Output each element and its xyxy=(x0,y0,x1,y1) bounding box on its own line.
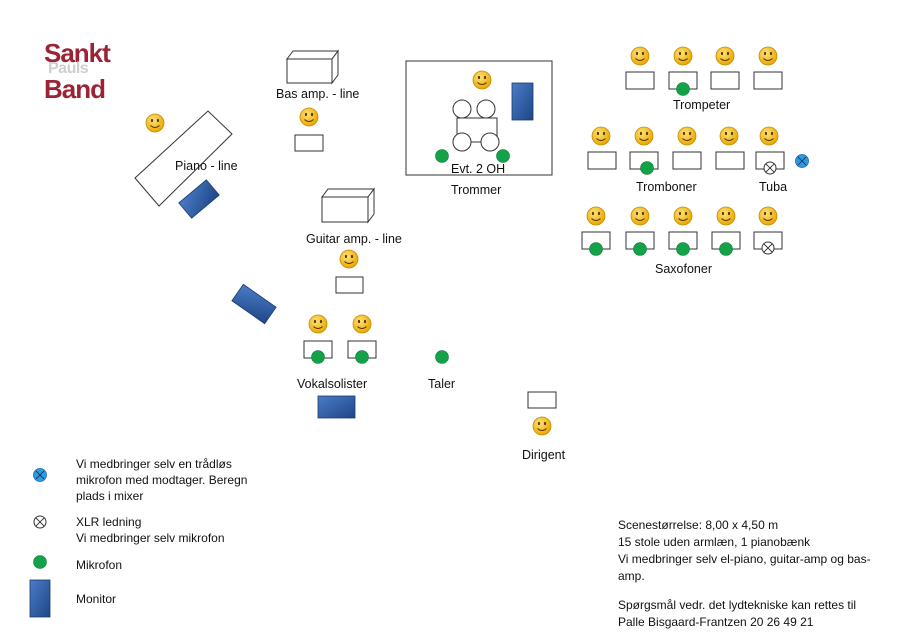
legend-xlr-text: XLR ledning Vi medbringer selv mikrofon xyxy=(76,515,225,545)
trumpet-chair-4 xyxy=(753,71,783,90)
label-tromboner: Tromboner xyxy=(636,180,697,194)
drum-kit xyxy=(452,99,500,152)
piano-shape xyxy=(134,110,233,207)
legend-wireless-icon xyxy=(33,468,47,482)
piano-monitor-icon xyxy=(178,179,220,219)
drum-monitor-icon xyxy=(511,82,534,121)
trumpet-1-smiley-icon xyxy=(630,46,650,66)
guitar-player-smiley-icon xyxy=(339,249,359,269)
label-trommer: Trommer xyxy=(451,183,502,197)
vocalist-2-smiley-icon xyxy=(352,314,372,334)
sax-mic-1-icon xyxy=(589,242,603,256)
trombone-chair-1 xyxy=(587,151,617,170)
bass-player-smiley-icon xyxy=(299,107,319,127)
trumpet-chair-3 xyxy=(710,71,740,90)
sax-mic-2-icon xyxy=(633,242,647,256)
stage-info: Scenestørrelse: 8,00 x 4,50 m 15 stole u… xyxy=(618,518,871,583)
label-vokalsolister: Vokalsolister xyxy=(297,377,368,391)
label-tuba: Tuba xyxy=(759,180,788,194)
label-piano: Piano - line xyxy=(175,159,238,173)
left-monitor-icon xyxy=(231,283,277,325)
sax-2-smiley-icon xyxy=(630,206,650,226)
label-dirigent: Dirigent xyxy=(522,448,566,462)
trombone-chair-3 xyxy=(672,151,702,170)
speaker-mic-icon xyxy=(435,350,449,364)
trombone-1-smiley-icon xyxy=(591,126,611,146)
drum-oh-mic-right-icon xyxy=(496,149,510,163)
trumpet-mic-icon xyxy=(676,82,690,96)
legend-monitor-icon xyxy=(29,579,51,618)
sax-xlr-icon xyxy=(761,241,775,255)
trombone-chair-4 xyxy=(715,151,745,170)
label-guitar-amp: Guitar amp. - line xyxy=(306,232,402,246)
tuba-smiley-icon xyxy=(759,126,779,146)
trombone-4-smiley-icon xyxy=(719,126,739,146)
label-evt-oh: Evt. 2 OH xyxy=(451,162,506,176)
bas-amp-box xyxy=(286,49,339,85)
label-saxofoner: Saxofoner xyxy=(655,262,712,276)
legend-xlr-icon xyxy=(33,515,47,529)
trumpet-4-smiley-icon xyxy=(758,46,778,66)
sax-mic-3-icon xyxy=(676,242,690,256)
trumpet-2-smiley-icon xyxy=(673,46,693,66)
sax-3-smiley-icon xyxy=(673,206,693,226)
contact-info: Spørgsmål vedr. det lydtekniske kan rett… xyxy=(618,598,857,629)
guitar-chair xyxy=(335,276,364,294)
trumpet-3-smiley-icon xyxy=(715,46,735,66)
legend-mic-icon xyxy=(33,555,47,569)
tuba-xlr-icon xyxy=(763,161,777,175)
conductor-stand xyxy=(527,391,557,409)
bass-chair xyxy=(294,134,324,152)
sax-1-smiley-icon xyxy=(586,206,606,226)
sax-4-smiley-icon xyxy=(716,206,736,226)
trumpet-chair-1 xyxy=(625,71,655,90)
vocalist-mic-1-icon xyxy=(311,350,325,364)
sax-mic-4-icon xyxy=(719,242,733,256)
wireless-mic-icon xyxy=(795,154,809,168)
vocalist-mic-2-icon xyxy=(355,350,369,364)
conductor-smiley-icon xyxy=(532,416,552,436)
trombone-2-smiley-icon xyxy=(634,126,654,146)
legend-mikrofon-text: Mikrofon xyxy=(76,558,123,572)
legend-wireless-text: Vi medbringer selv en trådløs mikrofon m… xyxy=(76,457,248,503)
guitar-amp-box xyxy=(321,187,375,224)
vocal-monitor-icon xyxy=(317,395,356,419)
label-taler: Taler xyxy=(428,377,456,391)
drum-oh-mic-left-icon xyxy=(435,149,449,163)
pianist-smiley-icon xyxy=(145,113,165,133)
legend-monitor-text: Monitor xyxy=(76,592,117,606)
vocalist-1-smiley-icon xyxy=(308,314,328,334)
drummer-smiley-icon xyxy=(472,70,492,90)
trombone-mic-icon xyxy=(640,161,654,175)
sax-5-smiley-icon xyxy=(758,206,778,226)
label-trompeter: Trompeter xyxy=(673,98,731,112)
label-bas-amp: Bas amp. - line xyxy=(276,87,360,101)
sankt-pauls-band-logo: Sankt Pauls Band xyxy=(44,38,111,104)
trombone-3-smiley-icon xyxy=(677,126,697,146)
